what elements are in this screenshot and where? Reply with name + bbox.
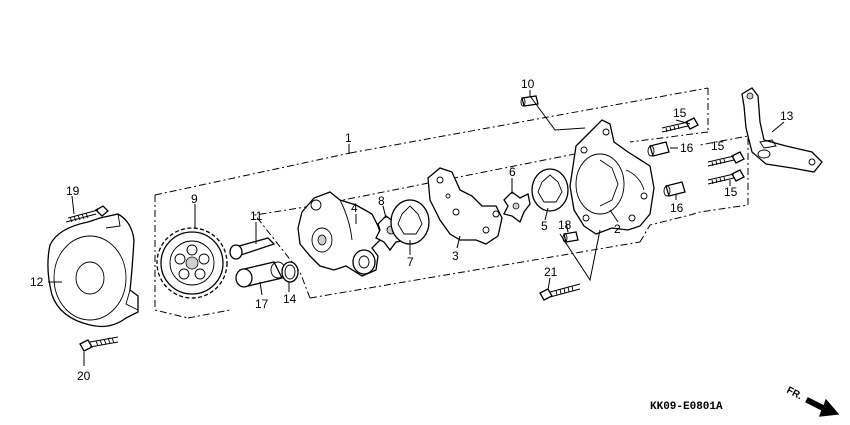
callout-1: 1: [345, 131, 352, 145]
callout-9: 9: [191, 192, 198, 206]
pin-18: [562, 231, 579, 243]
outer-rotor-5: [531, 168, 569, 212]
bolt-15-lower: [707, 169, 745, 185]
outer-rotor-7: [390, 199, 430, 245]
callout-20: 20: [77, 369, 91, 383]
shaft-11: [229, 237, 276, 260]
bracket-13: [741, 87, 823, 173]
bolt-15-upper: [661, 117, 699, 133]
pump-cover: [47, 213, 139, 328]
callout-12: 12: [30, 275, 44, 289]
dowel-16-lower: [663, 181, 686, 197]
inner-rotor-6: [503, 191, 531, 224]
callout-19: 19: [66, 184, 80, 198]
separator-plate: [427, 167, 503, 245]
callout-16-a: 16: [680, 141, 694, 155]
pump-housing: [569, 119, 655, 235]
drive-gear: [156, 227, 228, 299]
callout-5: 5: [541, 219, 548, 233]
callout-21: 21: [544, 265, 558, 279]
callout-17: 17: [255, 297, 269, 311]
pump-body: [297, 191, 383, 277]
bolt-15-middle: [707, 151, 745, 167]
callout-13: 13: [780, 109, 794, 123]
callout-7: 7: [407, 255, 414, 269]
front-label: FR.: [785, 385, 805, 402]
callout-3: 3: [452, 249, 459, 263]
leader-lines: [48, 90, 785, 366]
callout-14: 14: [283, 292, 297, 306]
callout-10: 10: [521, 77, 535, 91]
bolt-20: [79, 336, 119, 352]
callout-18: 18: [558, 218, 572, 232]
callout-15-a: 15: [673, 106, 687, 120]
callout-6: 6: [509, 165, 516, 179]
bushing-17: [235, 261, 286, 288]
assembly-outline: [154, 87, 749, 319]
o-ring-14: [281, 261, 299, 283]
pin-10: [520, 95, 539, 107]
front-direction-arrow: FR.: [785, 385, 840, 417]
callout-15-b: 15: [711, 139, 725, 153]
callout-8: 8: [378, 194, 385, 208]
callout-4: 4: [351, 201, 358, 215]
callout-16-b: 16: [670, 201, 684, 215]
diagram-code: KK09-E0801A: [650, 401, 723, 413]
callout-15-c: 15: [724, 185, 738, 199]
dowel-16-upper: [647, 141, 670, 157]
callout-2: 2: [614, 222, 621, 236]
callout-11: 11: [250, 209, 263, 223]
bolt-21: [539, 283, 581, 301]
bolt-19: [65, 205, 109, 223]
callout-labels: 1 2 3 4 5 6 7 8 9 10 11 12 13 14 15 15 1…: [30, 77, 794, 383]
